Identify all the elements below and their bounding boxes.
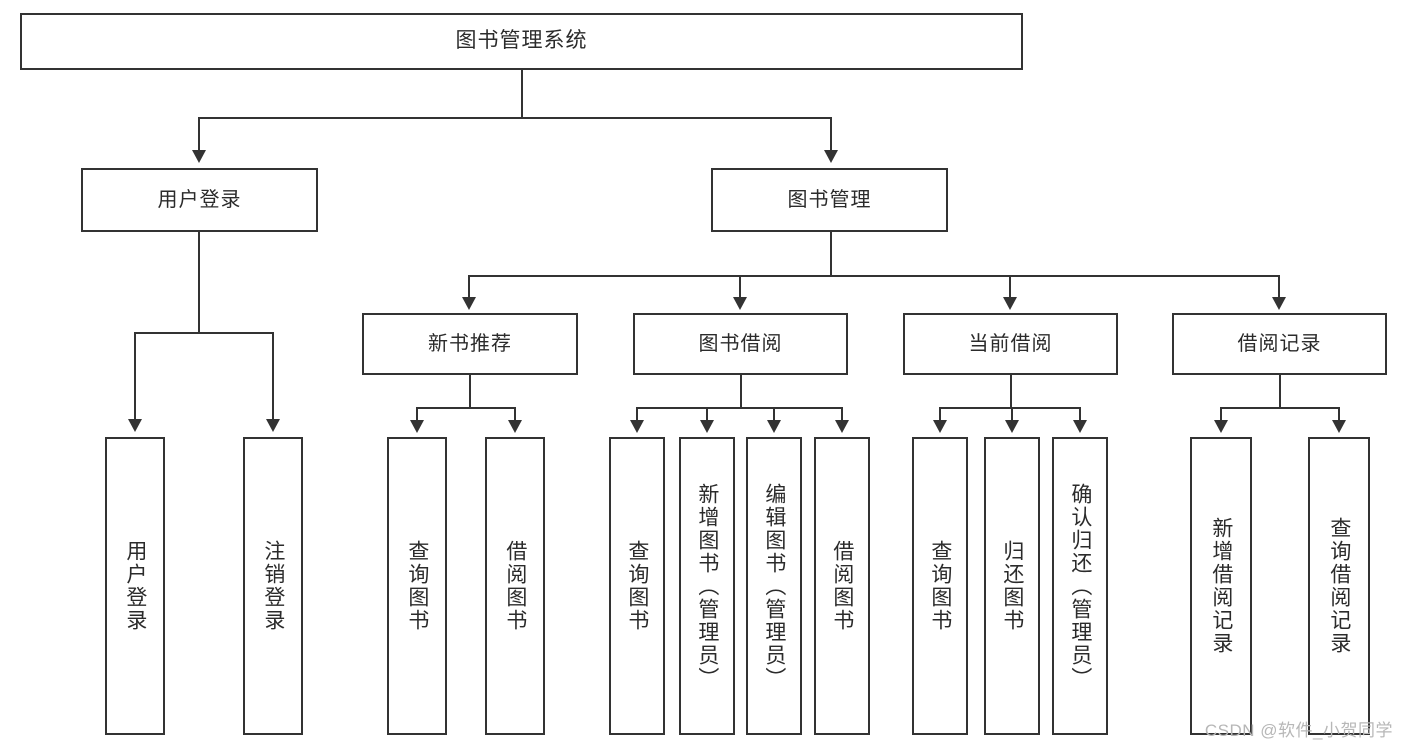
connector-current-bus (939, 407, 1081, 409)
leaf-logout[interactable]: 注销登录 (243, 437, 303, 735)
leaf-label: 查询图书 (928, 540, 952, 632)
connector-book-mgmt-to-borrow (739, 275, 741, 298)
connector-records-bus (1220, 407, 1339, 409)
connector-borrow-leaf2 (706, 407, 708, 421)
arrow-user-login-leaf1 (128, 419, 142, 432)
connector-new-book-stem (469, 375, 471, 408)
connector-borrow-bus (636, 407, 843, 409)
connector-borrow-leaf4 (841, 407, 843, 421)
leaf-label: 确认归还（管理员） (1068, 482, 1092, 690)
node-book-management[interactable]: 图书管理 (711, 168, 948, 232)
connector-book-mgmt-to-new-book (468, 275, 470, 298)
arrow-current-leaf3 (1073, 420, 1087, 433)
arrow-borrow-leaf4 (835, 420, 849, 433)
leaf-label: 查询图书 (625, 540, 649, 632)
leaf-query-book-current[interactable]: 查询图书 (912, 437, 968, 735)
arrow-root-to-user-login (192, 150, 206, 163)
connector-current-leaf2 (1011, 407, 1013, 421)
connector-user-login-leaf1 (134, 332, 136, 420)
arrow-records-leaf2 (1332, 420, 1346, 433)
connector-records-stem (1279, 375, 1281, 408)
leaf-query-borrow-record[interactable]: 查询借阅记录 (1308, 437, 1370, 735)
leaf-label: 编辑图书（管理员） (762, 482, 786, 690)
leaf-edit-book-admin[interactable]: 编辑图书（管理员） (746, 437, 802, 735)
connector-new-book-bus (416, 407, 515, 409)
connector-new-book-leaf1 (416, 407, 418, 421)
connector-book-mgmt-bus (468, 275, 1279, 277)
arrow-records-leaf1 (1214, 420, 1228, 433)
arrow-borrow-leaf3 (767, 420, 781, 433)
connector-root-to-book-mgmt (830, 117, 832, 151)
node-borrow-records[interactable]: 借阅记录 (1172, 313, 1387, 375)
leaf-user-login[interactable]: 用户登录 (105, 437, 165, 735)
node-user-login[interactable]: 用户登录 (81, 168, 318, 232)
leaf-borrow-book-new[interactable]: 借阅图书 (485, 437, 545, 735)
arrow-borrow-leaf1 (630, 420, 644, 433)
arrow-book-mgmt-to-records (1272, 297, 1286, 310)
node-book-borrowing[interactable]: 图书借阅 (633, 313, 848, 375)
connector-user-login-stem (198, 232, 200, 333)
connector-book-mgmt-stem (830, 232, 832, 276)
leaf-confirm-return-admin[interactable]: 确认归还（管理员） (1052, 437, 1108, 735)
arrow-root-to-book-mgmt (824, 150, 838, 163)
arrow-current-leaf2 (1005, 420, 1019, 433)
connector-root-stem (521, 70, 523, 118)
csdn-watermark: CSDN @软件_小贺同学 (1204, 721, 1393, 740)
leaf-label: 用户登录 (123, 540, 147, 632)
connector-root-to-user-login (198, 117, 200, 151)
leaf-label: 查询图书 (405, 540, 429, 632)
connector-current-leaf1 (939, 407, 941, 421)
arrow-user-login-leaf2 (266, 419, 280, 432)
leaf-add-book-admin[interactable]: 新增图书（管理员） (679, 437, 735, 735)
connector-borrow-leaf1 (636, 407, 638, 421)
connector-book-mgmt-to-current (1009, 275, 1011, 298)
node-current-borrowing[interactable]: 当前借阅 (903, 313, 1118, 375)
connector-current-leaf3 (1079, 407, 1081, 421)
arrow-book-mgmt-to-borrow (733, 297, 747, 310)
leaf-label: 新增图书（管理员） (695, 482, 719, 690)
connector-borrow-leaf3 (773, 407, 775, 421)
arrow-current-leaf1 (933, 420, 947, 433)
connector-new-book-leaf2 (514, 407, 516, 421)
arrow-new-book-leaf2 (508, 420, 522, 433)
connector-book-mgmt-to-records (1278, 275, 1280, 298)
connector-user-login-leaf2 (272, 332, 274, 420)
leaf-label: 借阅图书 (830, 540, 854, 632)
leaf-add-borrow-record[interactable]: 新增借阅记录 (1190, 437, 1252, 735)
leaf-label: 归还图书 (1000, 540, 1024, 632)
leaf-query-book-new[interactable]: 查询图书 (387, 437, 447, 735)
arrow-new-book-leaf1 (410, 420, 424, 433)
arrow-book-mgmt-to-new-book (462, 297, 476, 310)
leaf-label: 新增借阅记录 (1209, 517, 1233, 655)
connector-records-leaf1 (1220, 407, 1222, 421)
arrow-book-mgmt-to-current (1003, 297, 1017, 310)
leaf-borrow-book[interactable]: 借阅图书 (814, 437, 870, 735)
leaf-label: 查询借阅记录 (1327, 517, 1351, 655)
connector-borrow-stem (740, 375, 742, 408)
leaf-return-book[interactable]: 归还图书 (984, 437, 1040, 735)
node-root-system[interactable]: 图书管理系统 (20, 13, 1023, 70)
connector-root-bus (198, 117, 832, 119)
connector-records-leaf2 (1338, 407, 1340, 421)
connector-current-stem (1010, 375, 1012, 408)
leaf-label: 注销登录 (261, 540, 285, 632)
leaf-label: 借阅图书 (503, 540, 527, 632)
arrow-borrow-leaf2 (700, 420, 714, 433)
leaf-query-book-borrow[interactable]: 查询图书 (609, 437, 665, 735)
connector-user-login-bus (134, 332, 273, 334)
node-new-book-recommendation[interactable]: 新书推荐 (362, 313, 578, 375)
